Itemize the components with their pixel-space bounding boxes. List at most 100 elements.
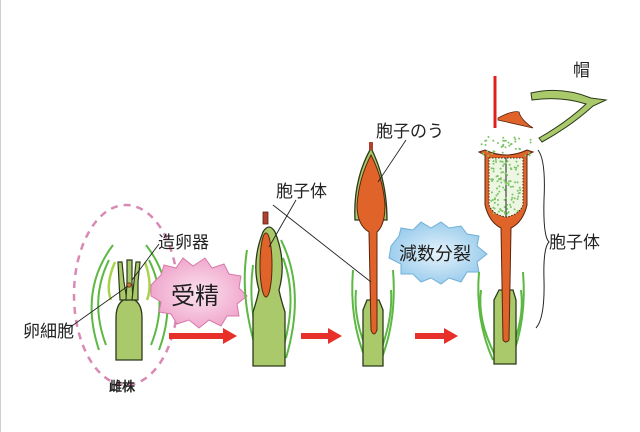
spore-dot [480,143,483,146]
spore-dot [516,173,519,176]
spore-dot [501,151,504,154]
leaf [90,244,114,351]
spore-dot [508,144,511,147]
stage-4-spore-release [477,76,608,365]
spore-dot [512,201,515,204]
spore-dot [504,172,507,175]
spore-dot [492,212,495,215]
archegonium [117,261,128,301]
leaf [97,259,110,346]
leaf [380,269,395,361]
spore-dot [507,182,510,185]
gametophyte-stem [115,297,143,361]
spore-dot [504,181,507,184]
spore-dot [490,199,493,202]
spore-dot [490,167,493,170]
spore-dot [518,191,521,194]
spore-dot [498,210,500,213]
spore-dot [516,189,519,192]
spore-dot [509,203,512,206]
stage-1-female-plant: 造卵器 卵細胞 雌株 [23,203,209,395]
spore-dot [518,137,521,140]
spore-dot [506,160,509,163]
spore-dot [503,163,506,166]
leader-line [131,243,160,281]
spore-dot [509,180,512,183]
label-fertilization: 受精 [171,282,219,310]
spore-dot [514,181,517,184]
spore-dot [510,143,513,145]
spore-dot [495,194,498,197]
spore-dot [510,168,513,171]
spore-dot [505,183,508,185]
spore-dot [514,140,517,143]
spore-dot [498,185,501,188]
spore-dot [528,154,531,157]
leaf [107,261,117,301]
spore-dot [507,211,510,214]
spore-dot [498,190,501,193]
spore-dot [511,196,514,199]
leaf [477,271,494,361]
spore-dot [482,153,485,156]
spore-dot [503,188,506,191]
spore-dot [500,181,503,184]
spore-dot [528,152,530,155]
spore-dot [491,180,494,182]
young-sporophyte [259,232,273,298]
sporophyte [356,153,386,335]
spore-dot [513,208,516,211]
spore-dot [513,197,516,200]
spore-dot [517,195,520,198]
stage-3-sporangium-formation [272,139,407,367]
label-calyptra: 帽 [573,61,590,81]
spore-dot [516,198,519,200]
spore-dot [515,166,518,169]
spore-dot [495,161,498,163]
spore-dot [518,147,521,150]
leaf [143,261,151,301]
spore-dot [515,160,518,163]
spore-dot [512,185,514,188]
sporophyte-bracket [535,149,550,329]
label-sporangium: 胞子のう [376,122,444,142]
spore-dot [496,192,499,195]
spore-dot [519,189,522,191]
spore-dot [497,142,499,144]
spore-dot [504,161,507,164]
label-meiosis: 減数分裂 [399,244,471,265]
burst-shape [388,221,488,285]
arrow-3[interactable] [415,328,458,344]
spore-dot [506,174,509,177]
leader-line [377,139,407,183]
spore-dot [485,139,488,142]
spore-dot [507,141,510,144]
spore-dot [486,150,489,153]
spore-dot [501,210,504,213]
spore-dot [506,212,509,215]
meiosis-burst: 減数分裂 [388,221,488,285]
spore-dot [504,212,506,215]
spore-dot [509,206,512,208]
spore-dot [518,186,521,189]
spore-dot [497,199,499,201]
spore-dot [490,152,493,155]
leaf [280,239,296,359]
spore-dot [511,193,514,196]
spore-dot [501,160,504,163]
label-female-plant: 雌株 [109,379,136,395]
label-egg-cell: 卵細胞 [23,322,74,342]
arrow-1[interactable] [169,328,237,344]
spore-dot [493,201,496,204]
spore-dot [493,207,496,210]
leader-line [68,285,129,329]
spore-dot [503,179,506,182]
spore-dot [492,150,495,153]
arrow-2[interactable] [301,328,342,344]
spore-dot [492,167,495,170]
spore-dot [514,147,517,150]
spore-dot [492,162,495,165]
stage-2-young-sporophyte [243,199,297,367]
spore-dot [507,184,510,187]
